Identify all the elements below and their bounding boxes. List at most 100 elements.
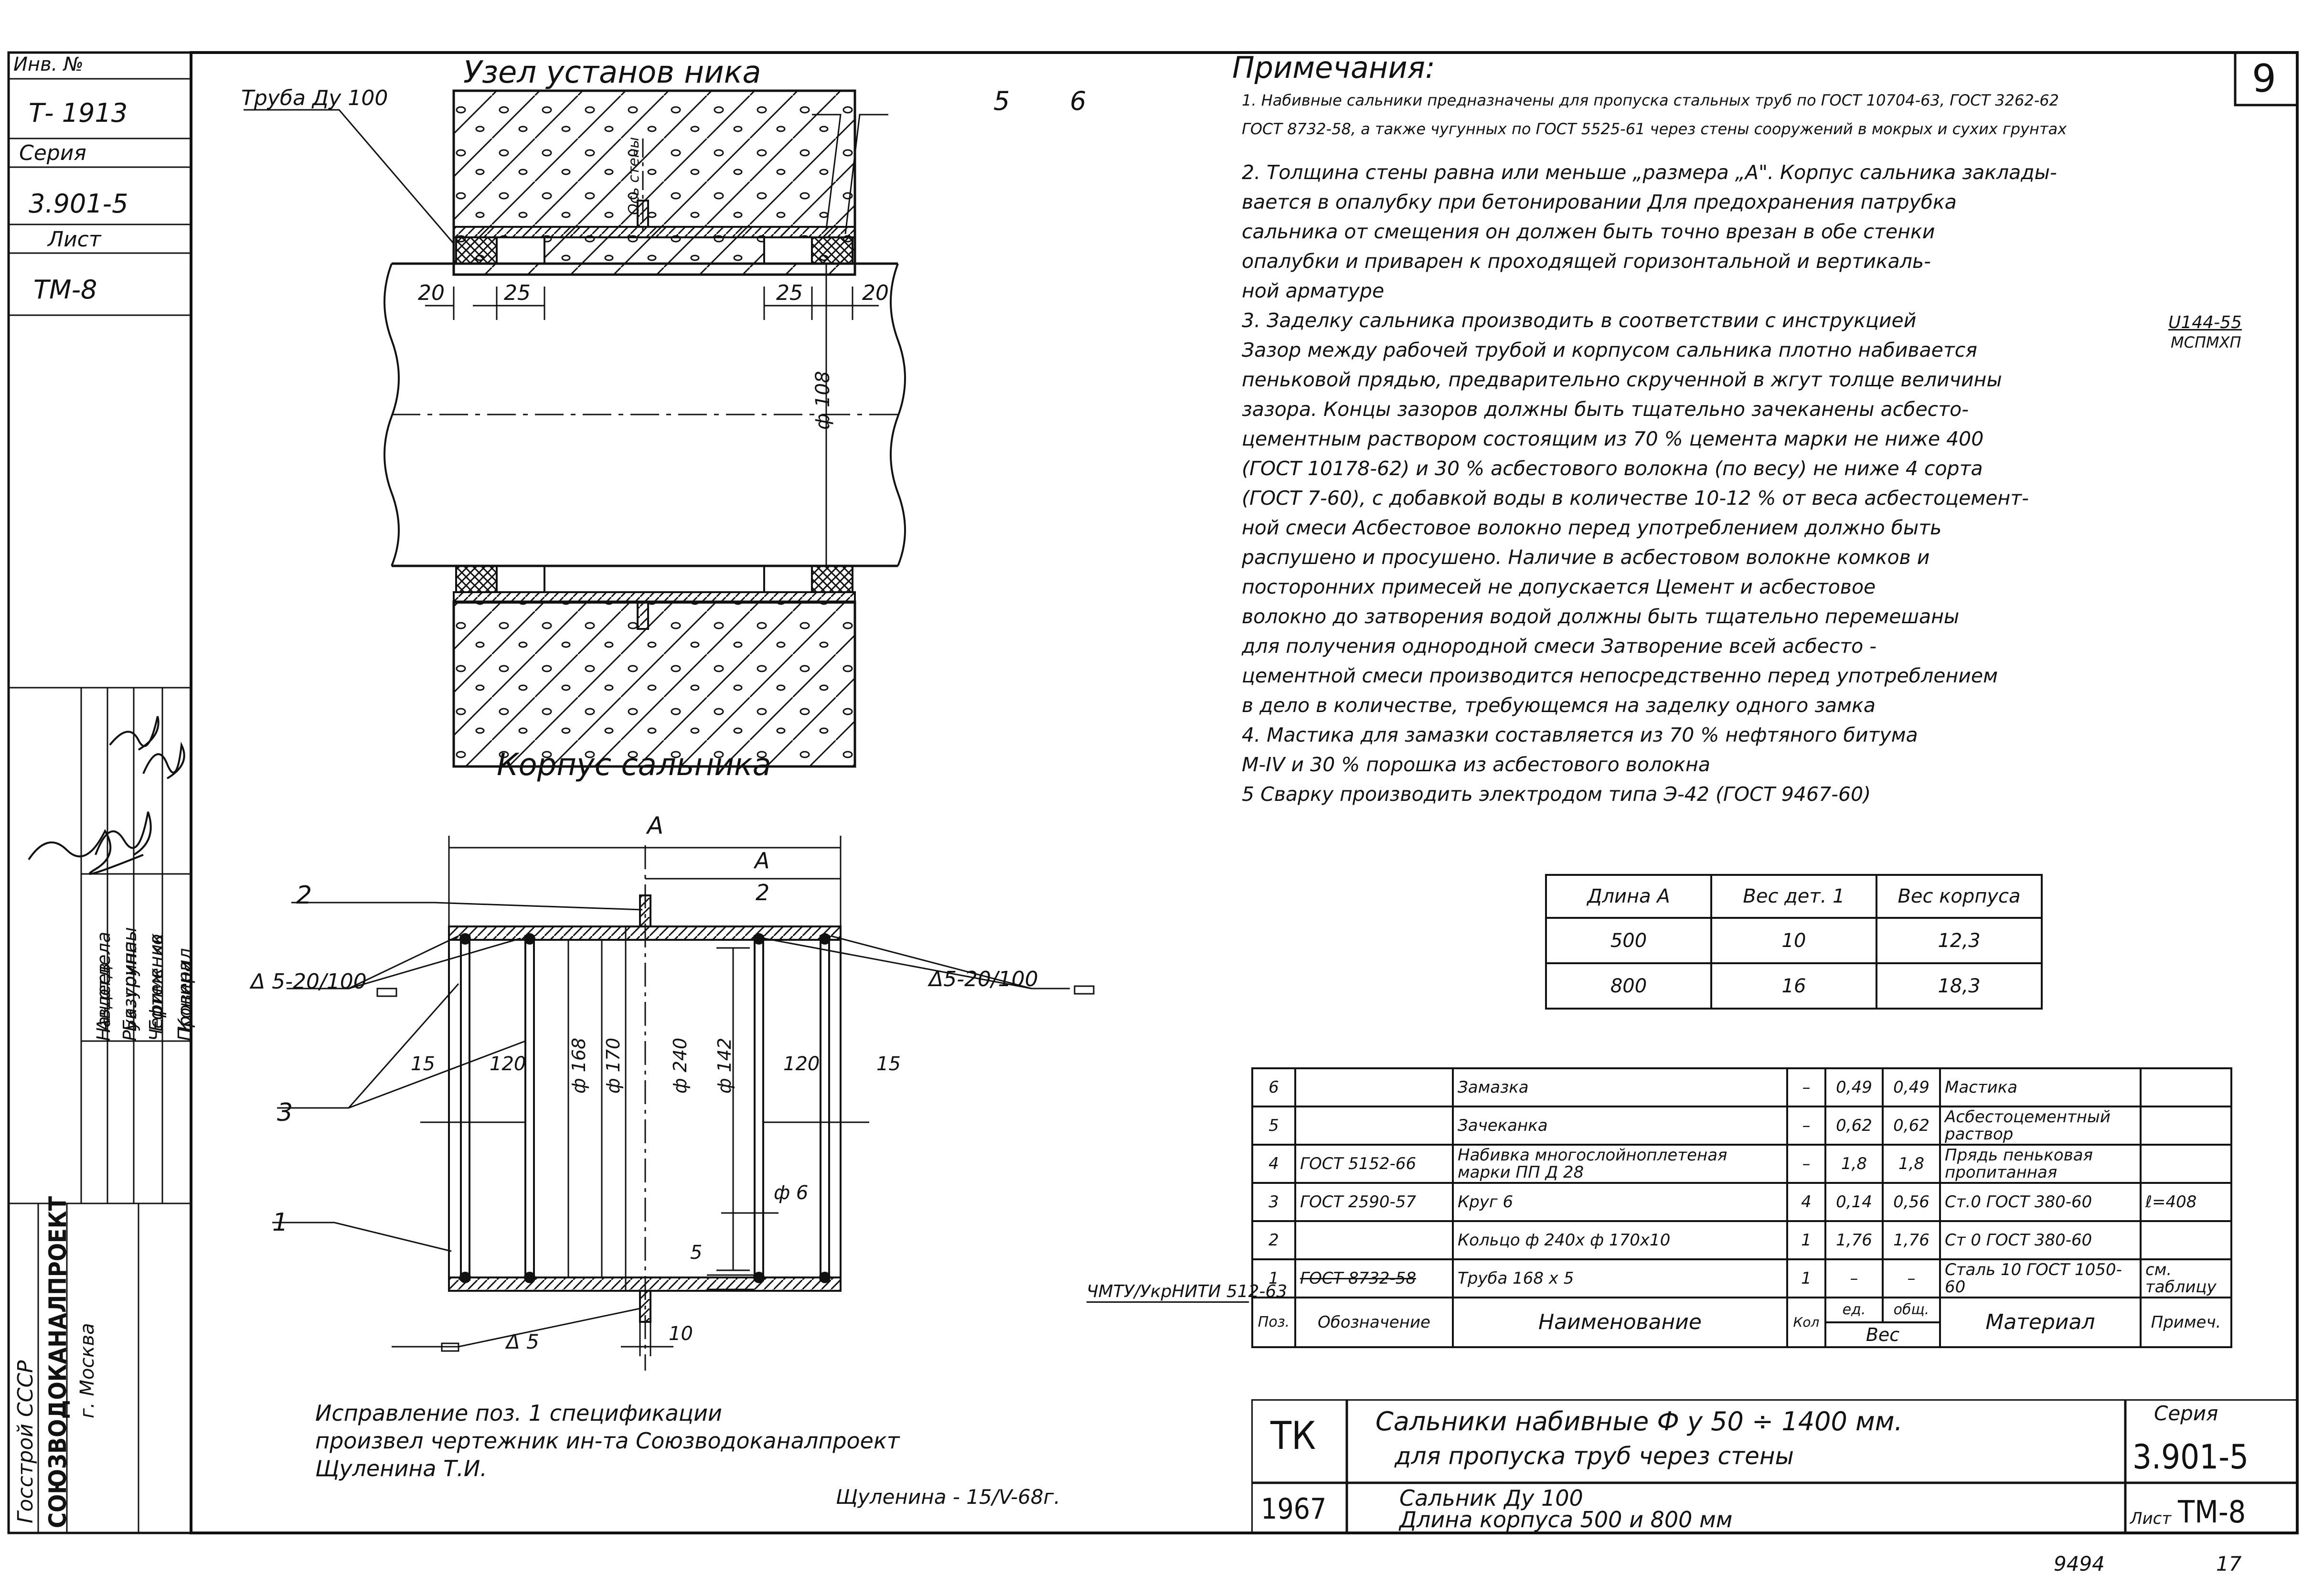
note-line: 4. Мастика для замазки составляется из 7…: [1242, 723, 1918, 746]
dim-d168: ф 168: [568, 1037, 589, 1094]
dim-25-left: 25: [504, 281, 531, 305]
spec-header-total: общ.: [1882, 1297, 1941, 1323]
note-line: ГОСТ 8732-58, а также чугунных по ГОСТ 5…: [1242, 120, 2067, 138]
spec-header-name: Наименование: [1452, 1297, 1788, 1348]
name-head: Авдеев: [93, 963, 114, 1032]
weight-cell: 16: [1710, 962, 1877, 1010]
installation-drawing: [244, 89, 906, 768]
spec-cell-unit-w: 0,49: [1824, 1067, 1884, 1107]
correction-note: Исправление поз. 1 спецификации произвел…: [315, 1399, 900, 1482]
dim-d142: ф 142: [714, 1037, 735, 1094]
spec-cell-unit-w: 1,8: [1824, 1144, 1884, 1184]
spec-cell-total-w: –: [1882, 1258, 1941, 1298]
title-series-value: 3.901-5: [2132, 1437, 2249, 1477]
correction-signature: Щуленина - 15/V-68г.: [836, 1485, 1060, 1509]
notes-list-main: 2. Толщина стены равна или меньше „разме…: [1242, 158, 2057, 809]
name-drafter: Ефименко: [146, 934, 167, 1032]
instruction-ref-top: U144-55: [2168, 313, 2242, 332]
spec-header-qty: Кол: [1786, 1297, 1826, 1348]
note-line: ной смеси Асбестовое волокно перед употр…: [1242, 516, 1942, 539]
dim-20-right: 20: [862, 281, 889, 305]
spec-cell-code: [1294, 1106, 1454, 1146]
note-line: Зазор между рабочей трубой и корпусом са…: [1242, 339, 1977, 362]
spec-cell-pos: 6: [1251, 1067, 1296, 1107]
note-line: в дело в количестве, требующемся на заде…: [1242, 694, 1876, 717]
sleeve-upper: [453, 226, 856, 238]
spec-cell-code: ГОСТ 5152-66: [1294, 1144, 1454, 1184]
note-line: цементным раствором состоящим из 70 % це…: [1242, 427, 1984, 450]
page-number: 9: [2252, 56, 2276, 101]
weight-table: Длина А Вес дет. 1 Вес корпуса 500 10 12…: [1545, 874, 2043, 1010]
weight-cell: 500: [1545, 917, 1712, 964]
note-line: 2. Толщина стены равна или меньше „разме…: [1242, 161, 2057, 184]
note-line: ной арматуре: [1242, 279, 1385, 302]
name-group: Базурина: [119, 941, 140, 1032]
correction-line-3: Щуленина Т.И.: [315, 1456, 487, 1481]
archive-number: 9494: [2054, 1552, 2105, 1575]
weight-header-body: Вес корпуса: [1876, 874, 2043, 919]
spec-cell-code: ГОСТ 8732-58: [1294, 1258, 1454, 1298]
weld-left: Δ 5-20/100: [251, 969, 367, 994]
wall-lower: [452, 600, 856, 768]
spec-cell-name: Труба 168 х 5: [1452, 1258, 1788, 1298]
title-series-label: Серия: [2154, 1402, 2218, 1425]
spec-cell-pos: 3: [1251, 1182, 1296, 1222]
spec-cell-qty: –: [1786, 1106, 1826, 1146]
wall-axis-label: Ось стены: [626, 137, 642, 215]
title-line-2: для пропуска труб через стены: [1395, 1442, 1794, 1470]
notes-list: 1. Набивные сальники предназначены для п…: [1242, 86, 2067, 143]
note-line: (ГОСТ 7-60), с добавкой воды в количеств…: [1242, 487, 2029, 510]
spec-cell-total-w: 0,49: [1882, 1067, 1941, 1107]
dim-d170: ф 170: [603, 1037, 624, 1094]
callout-5: 5: [993, 86, 1010, 116]
dim-10: 10: [669, 1323, 693, 1345]
spec-cell-material: Мастика: [1939, 1067, 2142, 1107]
note-line: цементной смеси производится непосредств…: [1242, 664, 1998, 687]
weld-bottom: Δ 5: [506, 1330, 539, 1353]
note-line: М-IV и 30 % порошка из асбестового волок…: [1242, 753, 1710, 776]
sleeve-lower: [453, 591, 856, 604]
weight-cell: 800: [1545, 962, 1712, 1010]
dim-25-right: 25: [776, 281, 803, 305]
spec-cell-name: Кольцо ф 240х ф 170х10: [1452, 1220, 1788, 1260]
note-line: 3. Заделку сальника производить в соотве…: [1242, 309, 1917, 332]
note-line: (ГОСТ 10178-62) и 30 % асбестового волок…: [1242, 457, 1983, 480]
spec-header-code: Обозначение: [1294, 1297, 1454, 1348]
spec-cell-name: Зачеканка: [1452, 1106, 1788, 1146]
correction-line-1: Исправление поз. 1 спецификации: [315, 1400, 722, 1426]
org-name: СОЮЗВОДОКАНАЛПРОЕКТ: [44, 1196, 72, 1528]
replacement-code: ЧМТУ/УкрНИТИ 512-63: [1087, 1282, 1287, 1303]
title-block-frame: [1251, 1399, 2297, 1533]
spec-header-weight: Вес: [1824, 1321, 1941, 1348]
spec-cell-name: Набивка многослойноплетеная марки ПП Д 2…: [1452, 1144, 1788, 1184]
title-sheet-value: ТМ-8: [2178, 1495, 2246, 1530]
dim-5: 5: [690, 1242, 703, 1264]
spec-cell-unit-w: –: [1824, 1258, 1884, 1298]
spec-cell-note: ℓ=408: [2140, 1182, 2232, 1222]
callout-3: 3: [277, 1098, 293, 1127]
spec-cell-qty: –: [1786, 1144, 1826, 1184]
spec-header-pos: Поз.: [1251, 1297, 1296, 1348]
weight-cell: 12,3: [1876, 917, 2043, 964]
spec-cell-unit-w: 0,62: [1824, 1106, 1884, 1146]
spec-cell-pos: 2: [1251, 1220, 1296, 1260]
weld-right: Δ5-20/100: [929, 967, 1038, 991]
spec-cell-material: Ст 0 ГОСТ 380-60: [1939, 1220, 2142, 1260]
spec-cell-total-w: 1,8: [1882, 1144, 1941, 1184]
spec-cell-code: [1294, 1220, 1454, 1260]
dim-d240: ф 240: [670, 1037, 691, 1094]
spec-cell-total-w: 1,76: [1882, 1220, 1941, 1260]
spec-cell-pos: 5: [1251, 1106, 1296, 1146]
dim-15-left: 15: [411, 1053, 435, 1075]
spec-cell-name: Замазка: [1452, 1067, 1788, 1107]
notes-title: Примечания:: [1232, 50, 1435, 85]
dim-diameter: ф 108: [812, 371, 834, 430]
spec-cell-material: Прядь пеньковая пропитанная: [1939, 1144, 2142, 1184]
spec-cell-total-w: 0,62: [1882, 1106, 1941, 1146]
spec-cell-pos: 4: [1251, 1144, 1296, 1184]
spec-cell-pos: 1: [1251, 1258, 1296, 1298]
